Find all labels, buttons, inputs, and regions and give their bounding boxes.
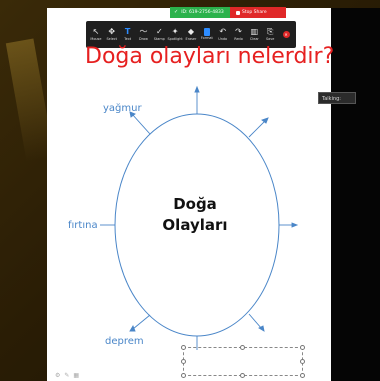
word-top: yağmur <box>103 103 142 114</box>
save-icon: ⎘ <box>267 27 274 36</box>
arrow-top-right <box>248 119 267 138</box>
resize-handle-tl[interactable] <box>181 345 186 350</box>
tool-redo[interactable]: ↷ Redo <box>234 27 243 41</box>
arrowhead-top-left <box>129 111 136 118</box>
center-text: Doğa Olayları <box>160 194 230 236</box>
resize-handle-r[interactable] <box>300 359 305 364</box>
resize-handle-t[interactable] <box>240 345 245 350</box>
whiteboard-canvas[interactable] <box>47 8 331 381</box>
arrowhead-right <box>291 222 299 228</box>
tool-format[interactable]: Format <box>199 22 215 47</box>
arrow-bottom-right <box>248 313 263 330</box>
stop-icon <box>236 10 240 15</box>
trash-icon: ▥ <box>250 27 259 36</box>
meeting-id-pill[interactable]: ✓ ID: 619-2756-4833 <box>170 7 230 18</box>
share-icon: ✓ <box>174 9 179 15</box>
tool-mouse[interactable]: ↖ Mouse <box>90 27 102 41</box>
tool-close[interactable]: ✕ <box>278 22 294 47</box>
tool-save[interactable]: ⎘ Save <box>266 27 275 41</box>
tool-eraser[interactable]: ◆ Eraser <box>185 27 197 41</box>
pen-icon[interactable]: ✎ <box>64 372 70 379</box>
redo-icon: ↷ <box>235 27 242 36</box>
stop-share-button[interactable]: Stop Share <box>230 7 286 18</box>
resize-handle-b[interactable] <box>240 373 245 378</box>
meeting-id-text: ID: 619-2756-4833 <box>181 10 224 15</box>
select-move-icon: ✥ <box>108 27 116 36</box>
annotation-toolbar: ↖ Mouse ✥ Select T Text 〜 Draw ✓ Stamp ✦… <box>86 21 296 48</box>
bottom-controls: ⚙ ✎ ▦ <box>55 372 79 379</box>
cursor-arrow-icon: ↖ <box>92 27 100 36</box>
spotlight-icon: ✦ <box>171 27 179 36</box>
arrow-bottom-left <box>132 314 151 330</box>
resize-handle-bl[interactable] <box>181 373 186 378</box>
eraser-icon: ◆ <box>187 27 195 36</box>
board-title: Doğa olayları nelerdir? <box>85 44 335 69</box>
undo-icon: ↶ <box>219 27 227 36</box>
center-line-2: Olayları <box>162 216 228 234</box>
stamp-check-icon: ✓ <box>155 27 163 36</box>
word-bottom: deprem <box>105 336 144 347</box>
word-left: fırtına <box>68 220 98 231</box>
tool-spotlight[interactable]: ✦ Spotlight <box>167 27 183 41</box>
arrow-top-left <box>131 113 151 135</box>
resize-handle-tr[interactable] <box>300 345 305 350</box>
text-selection-box[interactable] <box>181 345 305 378</box>
share-status-bar: ✓ ID: 619-2756-4833 Stop Share <box>170 7 286 18</box>
arrowhead-bottom-right <box>258 325 265 332</box>
arrowhead-bottom-left <box>129 324 136 332</box>
text-icon: T <box>124 27 131 36</box>
stop-share-label: Stop Share <box>242 10 267 15</box>
center-line-1: Doğa <box>173 195 217 213</box>
video-side-panel <box>331 8 380 381</box>
tool-clear[interactable]: ▥ Clear <box>249 27 259 41</box>
close-icon: ✕ <box>282 31 290 38</box>
tool-text[interactable]: T Text <box>124 27 132 41</box>
format-color-icon <box>203 28 210 36</box>
draw-squiggle-icon: 〜 <box>139 27 148 36</box>
arrowhead-top <box>194 85 200 93</box>
tool-draw[interactable]: 〜 Draw <box>139 27 148 41</box>
arrowhead-top-right <box>261 117 269 124</box>
tool-stamp[interactable]: ✓ Stamp <box>153 27 165 41</box>
settings-icon[interactable]: ⚙ <box>55 372 61 379</box>
tool-undo[interactable]: ↶ Undo <box>218 27 228 41</box>
talking-indicator: Talking: <box>318 92 356 104</box>
resize-handle-l[interactable] <box>181 359 186 364</box>
resize-handle-br[interactable] <box>300 373 305 378</box>
tool-select[interactable]: ✥ Select <box>106 27 117 41</box>
grid-icon[interactable]: ▦ <box>73 372 80 379</box>
